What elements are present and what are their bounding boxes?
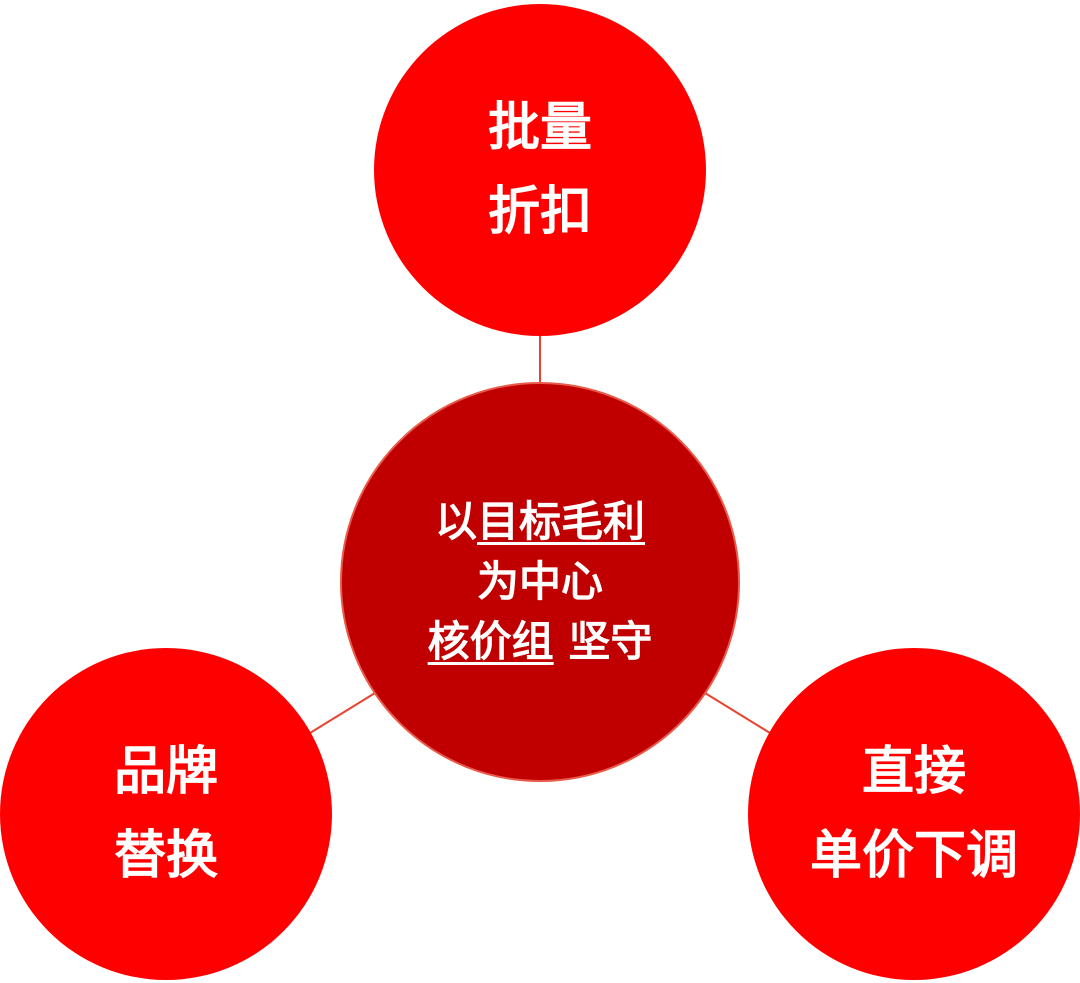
- center-line1-plain: 以: [434, 497, 477, 546]
- center-line1: 以目标毛利: [435, 492, 645, 552]
- circle-center-target-margin: 以目标毛利 为中心 核价组 坚守: [340, 382, 740, 782]
- brand-replacement-line2: 替换: [113, 826, 218, 886]
- connector-left: [309, 692, 376, 734]
- circle-direct-price-cut: 直接 单价下调: [748, 648, 1080, 980]
- batch-discount-line1: 批量: [487, 98, 592, 158]
- center-line2: 为中心: [476, 557, 603, 606]
- circle-batch-discount: 批量 折扣: [374, 4, 706, 336]
- circle-brand-replacement: 品牌 替换: [0, 648, 332, 980]
- center-line3-plain: 坚守: [568, 617, 653, 666]
- direct-price-cut-line2: 单价下调: [809, 826, 1018, 886]
- center-line1-underlined: 目标毛利: [477, 497, 646, 546]
- center-line3-underlined: 核价组: [427, 617, 554, 666]
- direct-price-cut-line1: 直接: [861, 742, 966, 802]
- brand-replacement-line1: 品牌: [113, 742, 218, 802]
- center-line3: 核价组 坚守: [428, 612, 653, 672]
- batch-discount-line2: 折扣: [487, 182, 592, 242]
- connector-right: [704, 692, 771, 734]
